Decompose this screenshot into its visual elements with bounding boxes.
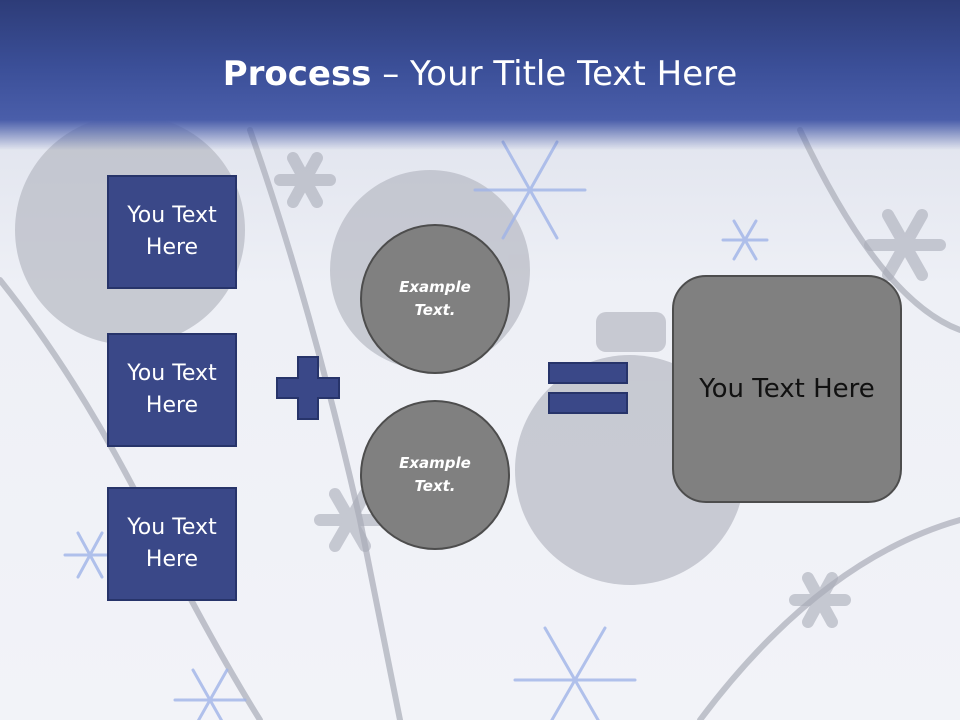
snowflake-icon xyxy=(721,219,769,261)
text-box-label: You Text Here xyxy=(127,361,217,418)
snowflake-icon xyxy=(314,488,386,552)
bead-garland xyxy=(247,127,403,720)
text-box-3[interactable]: You Text Here xyxy=(107,487,237,601)
snowflake-icon xyxy=(864,209,946,281)
slide-title[interactable]: Process – Your Title Text Here xyxy=(0,52,960,96)
text-box-label: You Text Here xyxy=(127,515,217,572)
snowflake-icon xyxy=(63,531,117,579)
example-circle-2[interactable]: Example Text. xyxy=(360,400,510,550)
text-box-label: You Text Here xyxy=(127,203,217,260)
circle-label: Example Text. xyxy=(399,454,471,495)
text-box-2[interactable]: You Text Here xyxy=(107,333,237,447)
text-box-1[interactable]: You Text Here xyxy=(107,175,237,289)
title-bold: Process xyxy=(222,54,372,94)
result-label: You Text Here xyxy=(699,374,875,404)
title-bar xyxy=(0,0,960,150)
snowflake-icon xyxy=(173,668,247,720)
result-box[interactable]: You Text Here xyxy=(672,275,902,503)
bead-garland xyxy=(797,127,960,333)
equals-icon xyxy=(548,362,628,414)
snowflake-icon xyxy=(513,626,637,720)
snowflake-icon xyxy=(473,140,587,240)
ornament-cap xyxy=(596,312,666,352)
snowflake-icon xyxy=(274,152,336,208)
example-circle-1[interactable]: Example Text. xyxy=(360,224,510,374)
circle-label: Example Text. xyxy=(399,278,471,319)
plus-icon xyxy=(276,356,340,420)
snowflake-icon xyxy=(789,572,851,628)
title-rest: – Your Title Text Here xyxy=(371,54,738,94)
